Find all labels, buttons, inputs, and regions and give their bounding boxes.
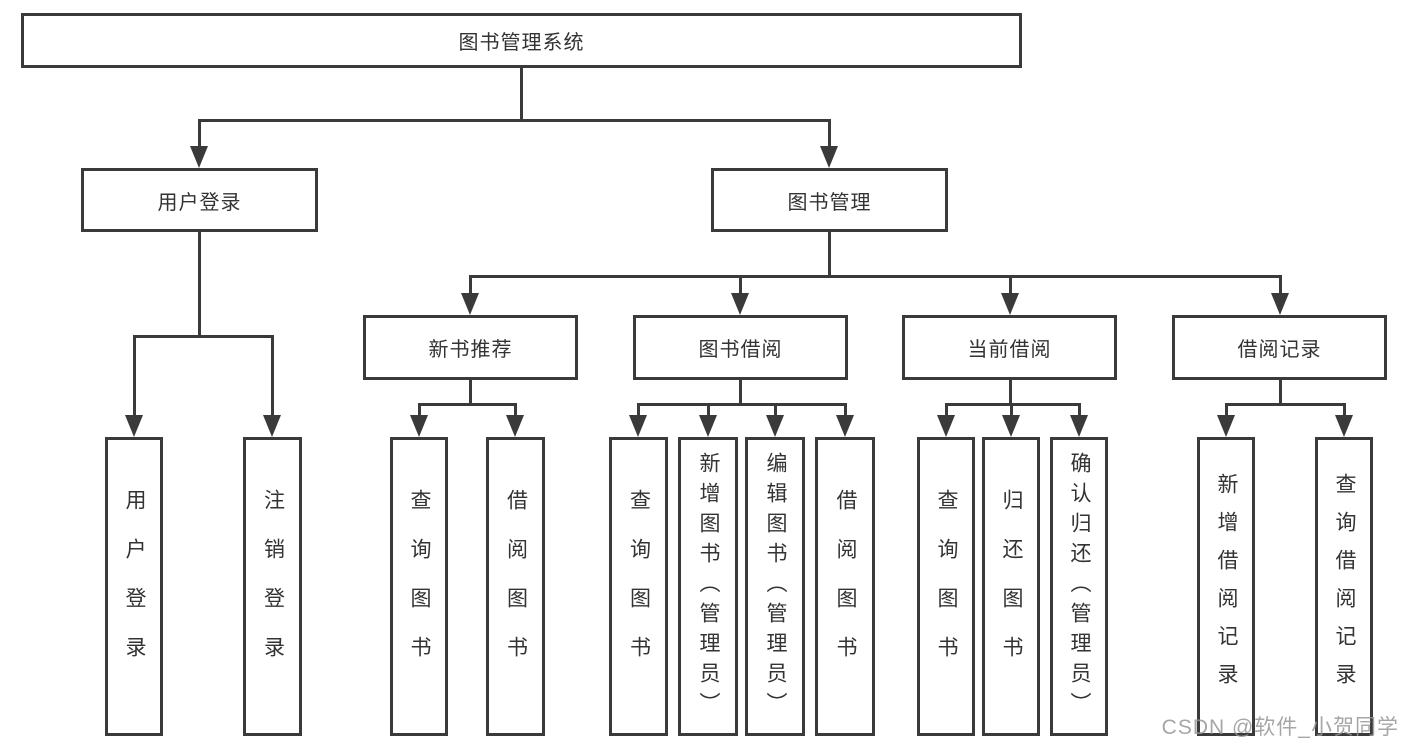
connector-line — [1279, 380, 1282, 405]
arrowhead-icon — [461, 293, 479, 315]
arrowhead-icon — [1001, 293, 1019, 315]
connector-line — [828, 232, 831, 277]
connector-line — [418, 403, 421, 416]
arrowhead-icon — [506, 415, 524, 437]
connector-line — [133, 335, 136, 416]
arrowhead-icon — [820, 146, 838, 168]
connector-line — [1010, 403, 1013, 416]
node-book-management: 图书管理 — [711, 168, 948, 232]
arrowhead-icon — [190, 146, 208, 168]
arrowhead-icon — [1335, 415, 1353, 437]
arrowhead-icon — [766, 415, 784, 437]
connector-line — [739, 380, 742, 405]
node-leaf-query-borrow-record: 查询借阅记录 — [1315, 437, 1373, 736]
connector-line — [1343, 403, 1346, 416]
connector-line — [469, 275, 472, 295]
arrowhead-icon — [410, 415, 428, 437]
node-user-login: 用户登录 — [81, 168, 318, 232]
node-leaf-user-login: 用户登录 — [105, 437, 163, 736]
node-leaf-query-books-current: 查询图书 — [917, 437, 975, 736]
connector-line — [418, 403, 517, 406]
arrowhead-icon — [1070, 415, 1088, 437]
arrowhead-icon — [1271, 293, 1289, 315]
connector-line — [1009, 380, 1012, 405]
node-leaf-borrow-books: 借阅图书 — [815, 437, 875, 736]
connector-line — [774, 403, 777, 416]
node-leaf-add-borrow-record: 新增借阅记录 — [1197, 437, 1255, 736]
arrowhead-icon — [1217, 415, 1235, 437]
connector-line — [739, 275, 742, 295]
connector-line — [514, 403, 517, 416]
arrowhead-icon — [731, 293, 749, 315]
connector-line — [198, 119, 201, 147]
node-leaf-logout: 注销登录 — [243, 437, 302, 736]
connector-line — [469, 380, 472, 405]
node-library-management-system: 图书管理系统 — [21, 13, 1022, 68]
node-leaf-return-books: 归还图书 — [982, 437, 1040, 736]
connector-line — [198, 119, 831, 122]
arrowhead-icon — [1002, 415, 1020, 437]
connector-line — [707, 403, 710, 416]
node-leaf-query-books-borrow: 查询图书 — [609, 437, 668, 736]
arrowhead-icon — [125, 415, 143, 437]
connector-line — [1009, 275, 1012, 295]
connector-line — [1078, 403, 1081, 416]
arrowhead-icon — [699, 415, 717, 437]
node-leaf-edit-books-admin: 编辑图书（管理员） — [745, 437, 805, 736]
node-leaf-query-books-rec: 查询图书 — [390, 437, 448, 736]
connector-line — [520, 68, 523, 121]
connector-line — [198, 232, 201, 338]
arrowhead-icon — [263, 415, 281, 437]
node-book-borrowing: 图书借阅 — [633, 315, 848, 380]
connector-line — [844, 403, 847, 416]
connector-line — [469, 275, 1282, 278]
arrowhead-icon — [629, 415, 647, 437]
connector-line — [828, 119, 831, 147]
node-leaf-confirm-return-admin: 确认归还（管理员） — [1050, 437, 1108, 736]
connector-line — [1225, 403, 1346, 406]
connector-line — [945, 403, 948, 416]
arrowhead-icon — [937, 415, 955, 437]
connector-line — [945, 403, 1081, 406]
connector-line — [1225, 403, 1228, 416]
connector-line — [133, 335, 274, 338]
connector-line — [637, 403, 847, 406]
node-leaf-add-books-admin: 新增图书（管理员） — [678, 437, 738, 736]
connector-line — [637, 403, 640, 416]
node-borrowing-records: 借阅记录 — [1172, 315, 1387, 380]
connector-line — [1279, 275, 1282, 295]
node-current-borrowing: 当前借阅 — [902, 315, 1117, 380]
csdn-watermark: CSDN @软件_小贺同学 — [1161, 716, 1399, 739]
connector-line — [271, 335, 274, 416]
arrowhead-icon — [836, 415, 854, 437]
node-new-book-recommendation: 新书推荐 — [363, 315, 578, 380]
node-leaf-borrow-books-rec: 借阅图书 — [486, 437, 545, 736]
